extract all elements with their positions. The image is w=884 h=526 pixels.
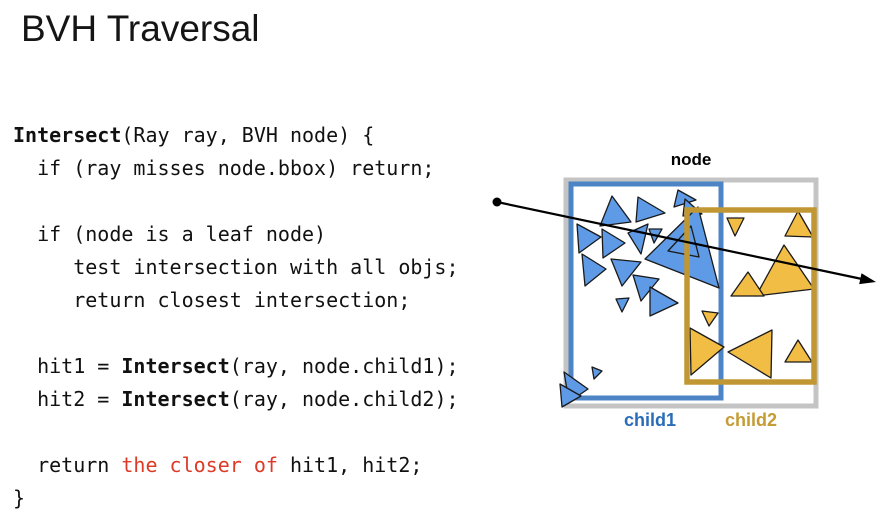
blue-triangle — [576, 223, 602, 254]
blue-triangle — [635, 196, 666, 223]
blue-triangle — [615, 297, 630, 313]
code-line: } — [13, 482, 459, 515]
ray-origin-dot — [492, 197, 502, 207]
code-block: Intersect(Ray ray, BVH node) { if (ray m… — [13, 119, 459, 515]
blue-triangle — [559, 383, 582, 408]
child2-bbox — [684, 207, 817, 385]
code-segment: if (node is a leaf node) — [13, 222, 327, 246]
blue-triangle — [649, 286, 679, 317]
blue-triangle — [581, 253, 607, 287]
code-line: hit1 = Intersect(ray, node.child1); — [13, 350, 459, 383]
code-segment: Intersect — [13, 123, 122, 147]
node-label: node — [670, 150, 712, 169]
code-line: if (ray misses node.bbox) return; — [13, 152, 459, 185]
yellow-triangle — [784, 210, 814, 238]
blue-triangle — [599, 195, 632, 227]
code-segment: return closest intersection; — [13, 288, 411, 312]
blue-triangle — [591, 366, 603, 380]
yellow-triangle — [701, 310, 719, 327]
code-segment: hit2 = — [13, 387, 122, 411]
code-line: test intersection with all objs; — [13, 251, 459, 284]
yellow-triangle — [689, 327, 725, 376]
code-segment: hit1 = — [13, 354, 122, 378]
code-line: return the closer of hit1, hit2; — [13, 449, 459, 482]
code-segment: (ray, node.child1); — [229, 354, 459, 378]
blue-triangle — [610, 258, 642, 287]
yellow-triangle — [755, 244, 815, 297]
yellow-triangle — [727, 329, 773, 379]
ray-line — [496, 200, 863, 281]
code-segment: test intersection with all objs; — [13, 255, 459, 279]
yellow-triangle — [730, 271, 765, 297]
code-segment: the closer of — [121, 453, 278, 477]
yellow-triangle — [784, 339, 813, 363]
code-segment: (Ray ray, BVH node) { — [121, 123, 375, 147]
code-segment: (ray, node.child2); — [229, 387, 459, 411]
child1-bbox — [568, 181, 724, 401]
ray-arrowhead — [859, 273, 876, 285]
code-segment: return — [13, 453, 122, 477]
child1-label: child1 — [623, 410, 677, 430]
code-segment: } — [13, 486, 26, 510]
code-segment: hit1, hit2; — [277, 453, 423, 477]
code-segment: if (ray misses node.bbox) return; — [13, 156, 435, 180]
yellow-triangle — [726, 217, 745, 237]
child2-label: child2 — [724, 410, 778, 430]
code-segment: Intersect — [121, 354, 230, 378]
page-title: BVH Traversal — [21, 8, 260, 49]
code-segment: Intersect — [121, 387, 230, 411]
blue-triangle — [601, 228, 626, 259]
code-line: hit2 = Intersect(ray, node.child2); — [13, 383, 459, 416]
blue-triangle — [627, 223, 649, 255]
code-line: if (node is a leaf node) — [13, 218, 459, 251]
code-line: return closest intersection; — [13, 284, 459, 317]
code-line: Intersect(Ray ray, BVH node) { — [13, 119, 459, 152]
